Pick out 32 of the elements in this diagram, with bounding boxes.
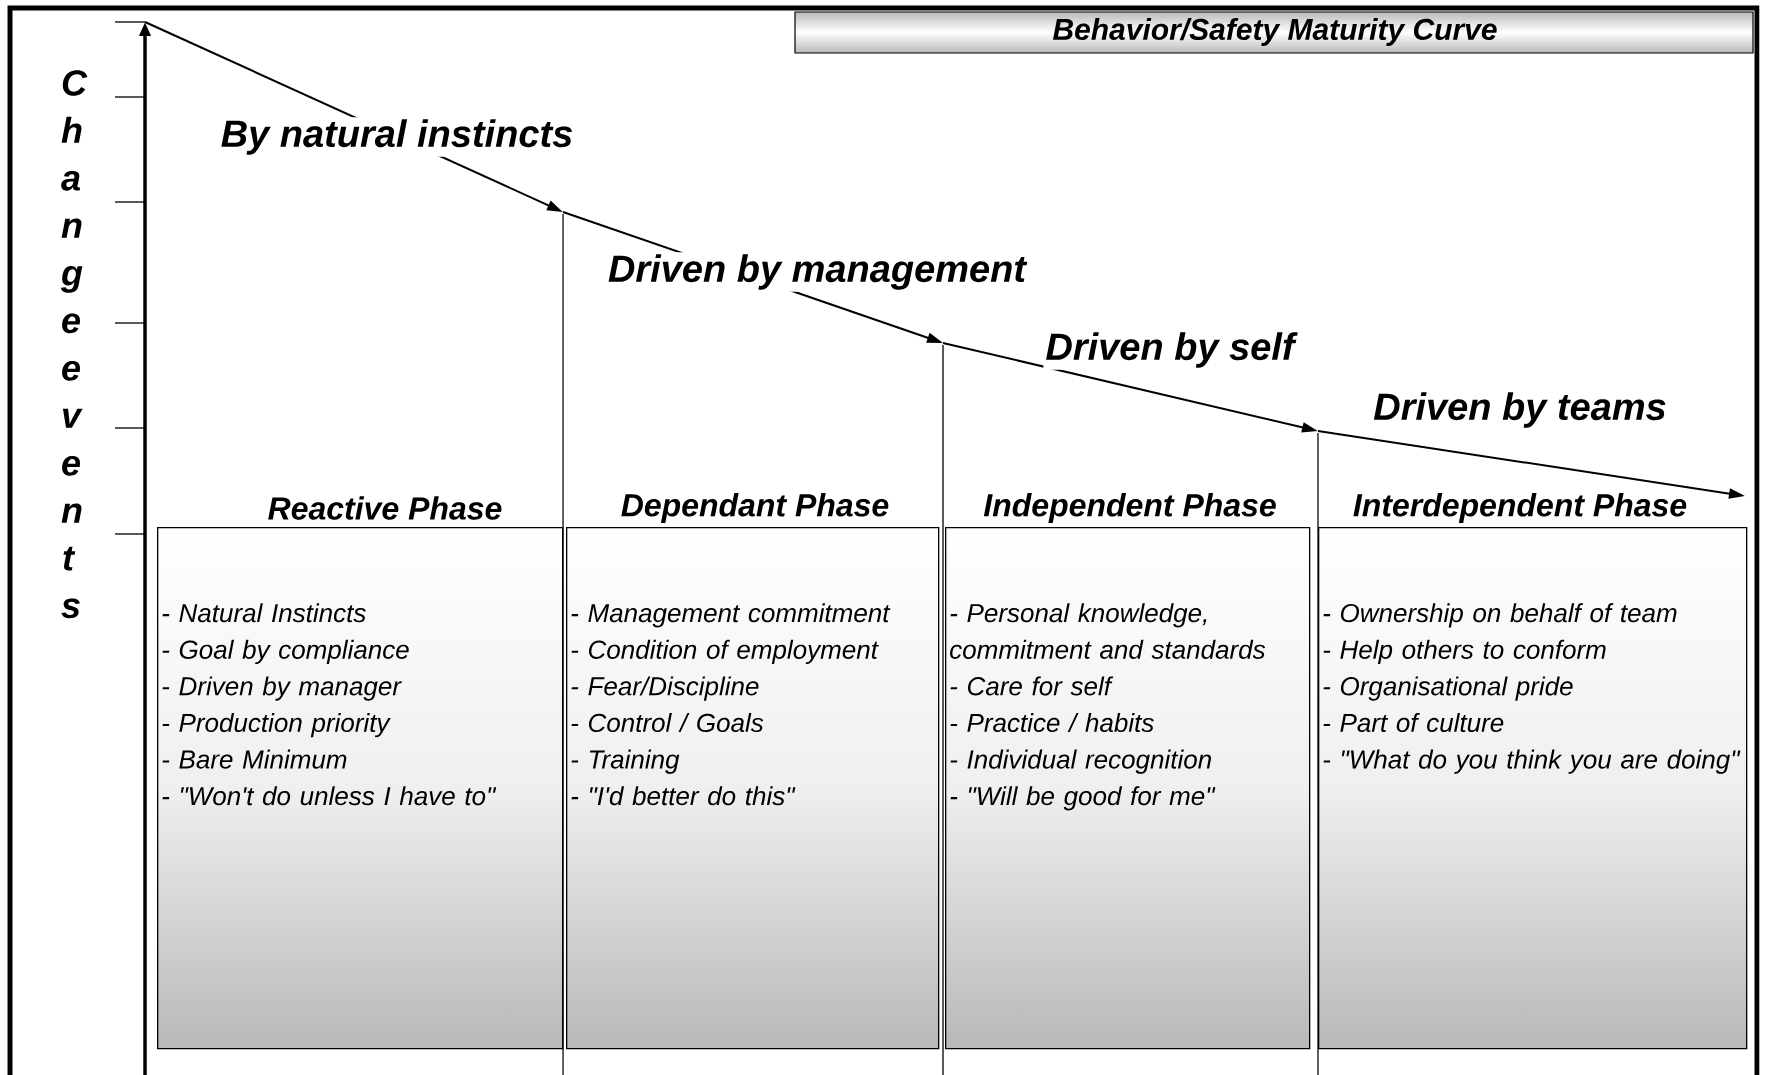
- list-item: - "Won't do unless I have to": [162, 786, 497, 806]
- axis-label: Change events: [60, 70, 88, 619]
- list-item: - Part of culture: [1323, 713, 1504, 733]
- list-item: - Personal knowledge, commitment and standards: [950, 603, 1266, 659]
- list-item: - Ownership on behalf of team: [1323, 603, 1677, 628]
- curve-label: By natural instincts: [218, 117, 576, 157]
- curve-label: Driven by teams: [1371, 390, 1669, 430]
- phase-heading: Dependant Phase: [621, 493, 889, 523]
- curve-label: Driven by management: [605, 252, 1029, 292]
- list-item: - "Will be good for me": [950, 786, 1216, 811]
- list-item: - Bare Minimum: [162, 749, 347, 769]
- list-item: - Organisational pride: [1323, 676, 1573, 701]
- list-item: - Fear/Discipline: [571, 676, 759, 701]
- list-item: - Condition of employment: [571, 639, 879, 665]
- phase-heading: Reactive Phase: [268, 496, 502, 520]
- list-item: - Help others to conform: [1323, 639, 1606, 665]
- list-item: - Individual recognition: [950, 749, 1211, 774]
- list-item: - Practice / habits: [950, 713, 1154, 733]
- list-item: - Production priority: [162, 713, 391, 738]
- list-item: - Natural Instincts: [162, 603, 366, 623]
- phase-heading: Independent Phase: [983, 493, 1276, 523]
- title-banner: Behavior/Safety Maturity Curve: [794, 11, 1754, 54]
- list-item: - Care for self: [950, 676, 1114, 696]
- list-item: - Goal by compliance: [162, 639, 409, 665]
- list-item: - Management commitment: [571, 603, 891, 628]
- list-item: - "I'd better do this": [571, 786, 796, 806]
- list-item: - Training: [571, 749, 680, 774]
- curve-label: Driven by self: [1043, 330, 1298, 370]
- list-item: - "What do you think you are doing": [1323, 749, 1741, 774]
- phase-heading: Interdependent Phase: [1353, 493, 1687, 523]
- list-item: - Driven by manager: [162, 676, 402, 701]
- list-item: - Control / Goals: [571, 713, 764, 733]
